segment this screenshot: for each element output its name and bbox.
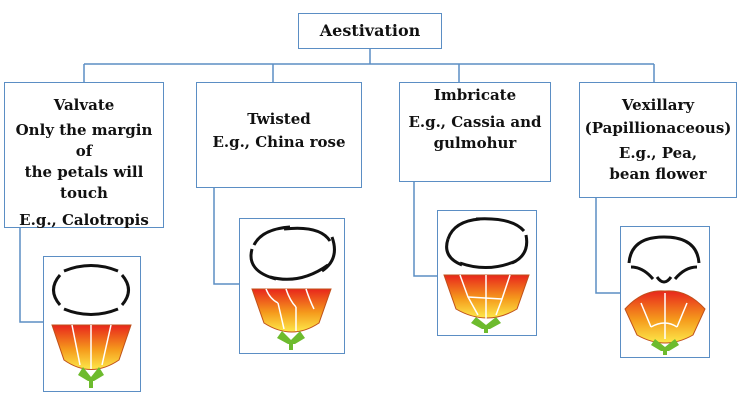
category-imbricate: Imbricate E.g., Cassia and gulmohur <box>399 82 551 182</box>
category-valvate: Valvate Only the margin of the petals wi… <box>4 82 164 229</box>
category-title: Imbricate <box>433 86 517 104</box>
category-example: E.g., Calotropis <box>19 211 149 229</box>
imbricate-flower-icon <box>443 274 530 333</box>
category-title: Valvate <box>53 96 115 114</box>
category-description-line: Only the margin of <box>15 121 153 160</box>
category-example: E.g., Cassia and gulmohur <box>408 113 542 152</box>
root-node: Aestivation <box>298 13 442 49</box>
twisted-petal-outline-icon <box>249 225 336 281</box>
category-vexillary: Vexillary (Papillionaceous) E.g., Pea, b… <box>579 82 737 198</box>
valvate-petal-outline-icon <box>52 264 130 316</box>
valvate-illustration <box>43 256 141 392</box>
category-description-line: the petals will <box>24 163 144 181</box>
imbricate-petal-outline-icon <box>445 217 529 269</box>
category-description-line: (Papillionaceous) <box>584 119 732 137</box>
category-title: Vexillary <box>621 96 695 114</box>
twisted-flower-icon <box>251 288 332 350</box>
valvate-flower-icon <box>51 324 132 388</box>
twisted-illustration <box>239 218 345 354</box>
root-title: Aestivation <box>319 21 421 40</box>
category-title: Twisted <box>247 110 311 128</box>
category-example: E.g., China rose <box>212 133 346 151</box>
vexillary-petal-outline-icon <box>627 235 701 284</box>
category-description-line: touch <box>60 184 108 202</box>
category-twisted: Twisted E.g., China rose <box>196 82 362 188</box>
imbricate-illustration <box>437 210 537 336</box>
vexillary-illustration <box>620 226 710 358</box>
vexillary-flower-icon <box>624 290 706 355</box>
category-example: E.g., Pea, bean flower <box>609 144 707 183</box>
